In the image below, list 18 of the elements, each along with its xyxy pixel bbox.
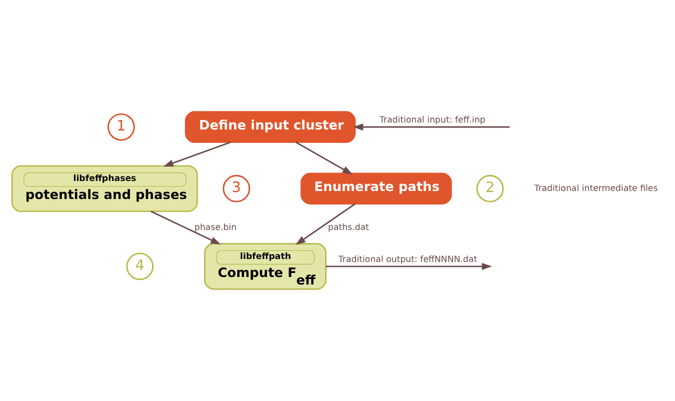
edge-label: phase.bin bbox=[194, 222, 237, 233]
arrow bbox=[326, 262, 492, 270]
arrow bbox=[150, 210, 221, 245]
node-circle: 3 bbox=[222, 174, 250, 202]
arrow bbox=[295, 142, 353, 174]
node-box: Define input cluster bbox=[184, 111, 356, 143]
arrow bbox=[163, 141, 231, 167]
node-circle: 1 bbox=[108, 113, 135, 141]
arrow bbox=[353, 123, 510, 131]
node-circle: 2 bbox=[476, 174, 504, 202]
node-circle: 4 bbox=[126, 252, 154, 280]
arrow bbox=[295, 203, 356, 245]
node-box: Enumerate paths bbox=[300, 172, 452, 204]
edge-label: Traditional output: feffNNNN.dat bbox=[338, 254, 478, 265]
label: Traditional intermediate files bbox=[534, 184, 658, 194]
node-box: libfeffphases potentials and phases bbox=[11, 165, 198, 212]
edge-label: paths.dat bbox=[328, 222, 369, 233]
edge-label: Traditional input: feff.inp bbox=[380, 115, 486, 126]
